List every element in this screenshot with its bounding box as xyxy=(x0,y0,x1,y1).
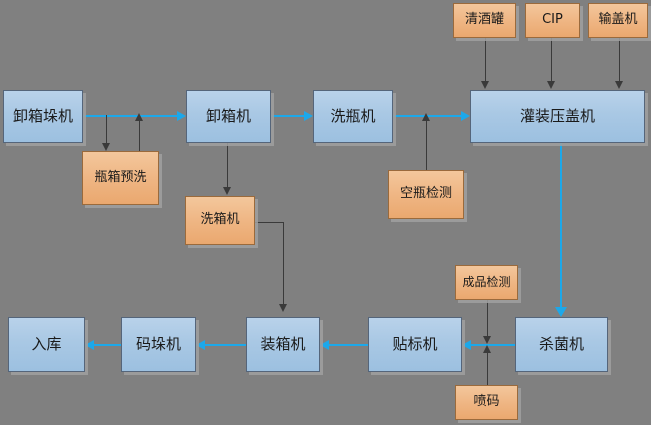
edge-product-inspect-down xyxy=(487,300,488,338)
arrowhead-prewash-to-uncaser xyxy=(135,113,143,121)
node-cap-feeder[interactable]: 输盖机 xyxy=(588,3,648,38)
node-label: 瓶箱预洗 xyxy=(94,169,147,185)
node-label: 喷码 xyxy=(473,394,500,410)
edge-prewash-to-uncaser xyxy=(139,120,140,155)
node-coder[interactable]: 喷码 xyxy=(455,385,518,420)
node-pasteurizer[interactable]: 杀菌机 xyxy=(515,317,608,372)
node-label: 杀菌机 xyxy=(538,335,584,354)
node-case-packer[interactable]: 装箱机 xyxy=(246,317,320,372)
node-label: 输盖机 xyxy=(598,12,638,28)
arrowhead-coder-to-line xyxy=(483,345,491,353)
node-crate-prewash[interactable]: 瓶箱预洗 xyxy=(82,151,159,205)
node-bright-beer-tank[interactable]: 清酒罐 xyxy=(453,3,516,38)
arrowhead-palletizer-to-warehouse xyxy=(85,340,94,350)
node-label: 卸箱垛机 xyxy=(12,107,73,126)
node-label: 清酒罐 xyxy=(464,12,504,28)
node-palletizer[interactable]: 码垛机 xyxy=(121,317,196,372)
node-label: 入库 xyxy=(31,335,62,354)
arrowhead-cap-feeder-to-filler xyxy=(615,81,623,89)
node-empty-bottle-inspector[interactable]: 空瓶检测 xyxy=(388,170,464,219)
node-uncaser[interactable]: 卸箱机 xyxy=(186,90,271,143)
edge-depalletizer-to-prewash xyxy=(106,115,107,145)
edge-depalletizer-to-uncaser xyxy=(83,115,177,117)
node-label: 装箱机 xyxy=(260,335,306,354)
edge-pasteurizer-to-labeller xyxy=(471,344,515,346)
node-label: 码垛机 xyxy=(135,335,181,354)
node-label: 成品检测 xyxy=(462,274,511,289)
node-label: 洗瓶机 xyxy=(330,107,376,126)
node-labeller[interactable]: 贴标机 xyxy=(368,317,462,372)
edge-cip-down xyxy=(551,38,552,82)
arrowhead-labeller-to-case-packer xyxy=(320,340,329,350)
node-bottle-washer[interactable]: 洗瓶机 xyxy=(313,90,393,143)
edge-palletizer-to-warehouse xyxy=(94,344,121,346)
arrowhead-uncaser-to-crate-washer xyxy=(223,187,231,195)
arrowhead-empty-inspector-to-mainline xyxy=(422,113,430,121)
arrowhead-filler-to-pasteurizer xyxy=(555,307,567,317)
arrowhead-crate-washer-to-case-packer xyxy=(279,304,287,312)
node-label: 贴标机 xyxy=(392,335,438,354)
node-label: 卸箱机 xyxy=(205,107,251,126)
arrowhead-product-inspect-to-line xyxy=(483,336,491,344)
node-depalletizer[interactable]: 卸箱垛机 xyxy=(3,90,83,143)
arrowhead-bottle-washer-to-filler xyxy=(461,111,470,121)
edge-crate-washer-elbow-h xyxy=(255,222,283,223)
edge-case-packer-to-palletizer xyxy=(205,344,246,346)
node-label: CIP xyxy=(542,12,563,28)
arrowhead-bright-beer-tank-to-filler xyxy=(481,81,489,89)
node-filler-capper[interactable]: 灌装压盖机 xyxy=(470,90,645,143)
edge-bright-beer-tank-down xyxy=(485,38,486,82)
node-label: 空瓶检测 xyxy=(399,186,452,202)
edge-uncaser-to-crate-washer xyxy=(227,143,228,188)
node-cip[interactable]: CIP xyxy=(525,3,580,38)
arrowhead-case-packer-to-palletizer xyxy=(196,340,205,350)
node-warehouse[interactable]: 入库 xyxy=(8,317,85,372)
edge-uncaser-to-bottle-washer xyxy=(271,115,304,117)
edge-cap-feeder-down xyxy=(619,38,620,82)
arrowhead-cip-to-filler xyxy=(547,81,555,89)
node-crate-washer[interactable]: 洗箱机 xyxy=(185,196,255,245)
node-label: 灌装压盖机 xyxy=(519,107,595,126)
edge-crate-washer-elbow-v xyxy=(283,222,284,305)
arrowhead-uncaser-to-bottle-washer xyxy=(304,111,313,121)
node-label: 洗箱机 xyxy=(200,212,240,228)
edge-empty-inspector-up xyxy=(426,121,427,170)
arrowhead-depalletizer-to-prewash xyxy=(102,143,110,151)
node-product-inspector[interactable]: 成品检测 xyxy=(455,265,518,300)
edge-filler-to-pasteurizer xyxy=(560,143,562,307)
arrowhead-pasteurizer-to-labeller xyxy=(462,340,471,350)
arrowhead-depalletizer-to-uncaser xyxy=(177,111,186,121)
edge-labeller-to-case-packer xyxy=(329,344,368,346)
edge-coder-up xyxy=(487,352,488,385)
